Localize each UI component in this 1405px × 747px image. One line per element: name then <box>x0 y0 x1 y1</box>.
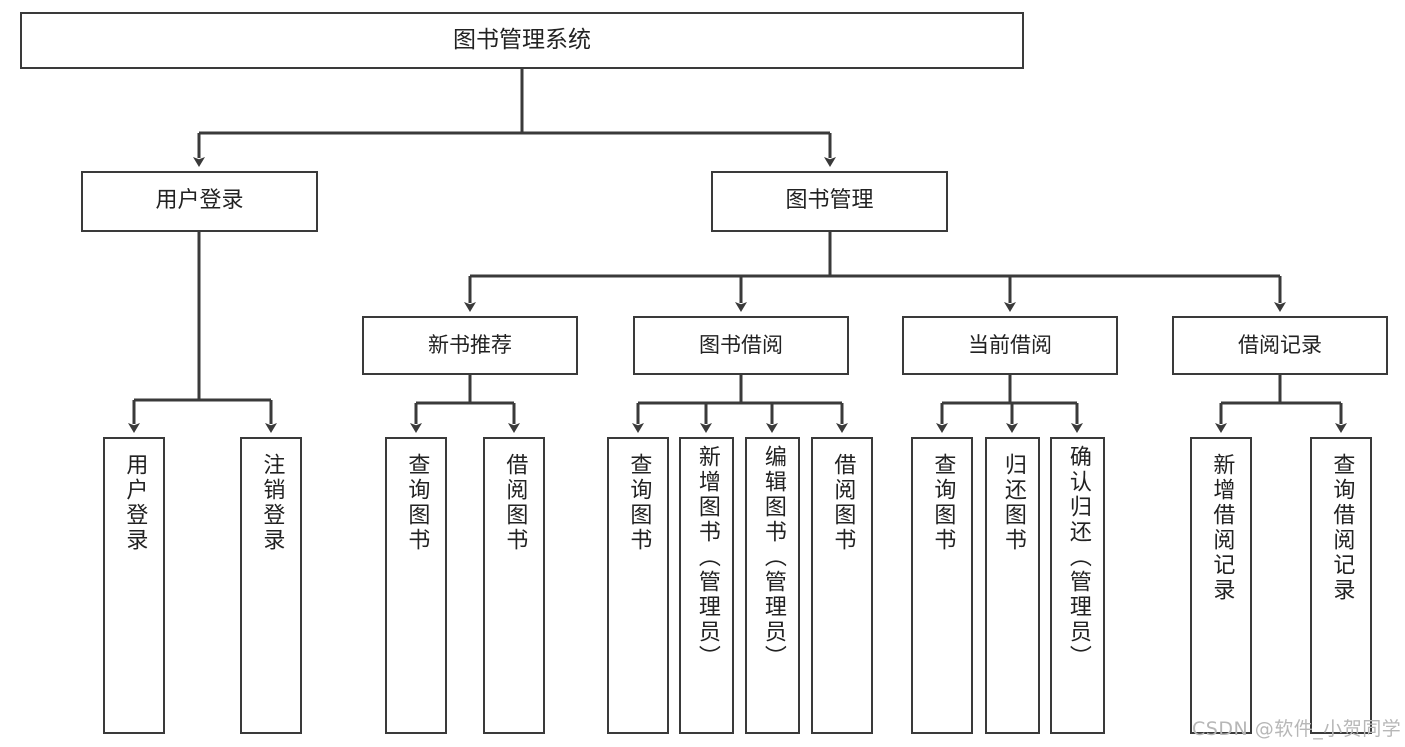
node-borrow-record[interactable]: 借阅记录 <box>1172 316 1388 375</box>
leaf-confirm-return[interactable]: 确认归还（管理员） <box>1050 437 1105 734</box>
leaf-edit-book[interactable]: 编辑图书（管理员） <box>745 437 800 734</box>
node-current-borrow-label: 当前借阅 <box>968 332 1052 357</box>
leaf-query-record[interactable]: 查询借阅记录 <box>1310 437 1372 734</box>
leaf-add-book-label: 新增图书（管理员） <box>694 445 720 670</box>
node-new-book-rec-label: 新书推荐 <box>428 332 512 357</box>
node-current-borrow[interactable]: 当前借阅 <box>902 316 1118 375</box>
leaf-add-record-label: 新增借阅记录 <box>1209 453 1235 603</box>
leaf-add-record[interactable]: 新增借阅记录 <box>1190 437 1252 734</box>
watermark: CSDN @软件_小贺同学 <box>1192 718 1402 740</box>
leaf-query-book-2[interactable]: 查询图书 <box>607 437 669 734</box>
leaf-borrow-book-2[interactable]: 借阅图书 <box>811 437 873 734</box>
node-book-borrow-label: 图书借阅 <box>699 332 783 357</box>
leaf-add-book[interactable]: 新增图书（管理员） <box>679 437 734 734</box>
node-book-borrow[interactable]: 图书借阅 <box>633 316 849 375</box>
leaf-user-login-label: 用户登录 <box>122 453 148 553</box>
leaf-query-book-3-label: 查询图书 <box>930 453 956 553</box>
leaf-query-book-2-label: 查询图书 <box>626 453 652 553</box>
node-root[interactable]: 图书管理系统 <box>20 12 1024 69</box>
leaf-confirm-return-label: 确认归还（管理员） <box>1065 445 1091 670</box>
node-root-label: 图书管理系统 <box>453 26 591 53</box>
leaf-user-login[interactable]: 用户登录 <box>103 437 165 734</box>
node-new-book-rec[interactable]: 新书推荐 <box>362 316 578 375</box>
leaf-query-book-1[interactable]: 查询图书 <box>385 437 447 734</box>
leaf-query-record-label: 查询借阅记录 <box>1329 453 1355 603</box>
node-book-manage[interactable]: 图书管理 <box>711 171 948 232</box>
leaf-user-logout[interactable]: 注销登录 <box>240 437 302 734</box>
node-book-manage-label: 图书管理 <box>785 188 874 214</box>
node-user-login[interactable]: 用户登录 <box>81 171 318 232</box>
leaf-edit-book-label: 编辑图书（管理员） <box>760 445 786 670</box>
leaf-borrow-book-1-label: 借阅图书 <box>502 453 528 553</box>
leaf-return-book[interactable]: 归还图书 <box>985 437 1040 734</box>
node-user-login-label: 用户登录 <box>155 188 244 214</box>
leaf-borrow-book-1[interactable]: 借阅图书 <box>483 437 545 734</box>
leaf-return-book-label: 归还图书 <box>1000 453 1026 553</box>
leaf-user-logout-label: 注销登录 <box>259 453 285 553</box>
leaf-borrow-book-2-label: 借阅图书 <box>830 453 856 553</box>
leaf-query-book-1-label: 查询图书 <box>404 453 430 553</box>
leaf-query-book-3[interactable]: 查询图书 <box>911 437 973 734</box>
node-borrow-record-label: 借阅记录 <box>1238 332 1322 357</box>
